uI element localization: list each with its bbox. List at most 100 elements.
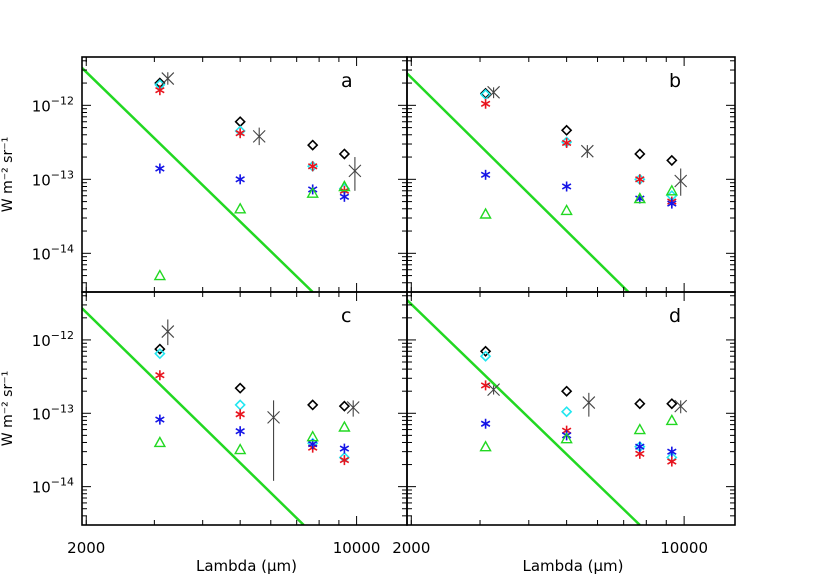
panel-a: [82, 57, 407, 293]
triangle-marker: [479, 207, 492, 219]
panel-frame: [81, 291, 408, 526]
model-line-d: [407, 299, 641, 525]
observed-point: [252, 127, 266, 146]
diamond-marker: [634, 398, 646, 410]
observed-point: [582, 392, 596, 417]
diamond-marker: [560, 124, 573, 136]
diamond-marker: [154, 343, 166, 355]
observed-point: [267, 400, 280, 481]
x-tick-label: 2000: [67, 539, 105, 557]
asterisk-marker: [235, 409, 245, 420]
triangle-marker: [338, 420, 351, 432]
asterisk-marker: [235, 174, 245, 185]
asterisk-marker: [635, 174, 645, 185]
asterisk-marker: [667, 456, 677, 467]
diamond-marker: [560, 406, 573, 418]
asterisk-marker: [561, 430, 572, 441]
observed-point: [580, 144, 594, 158]
y-tick-label: 10−12: [32, 329, 74, 350]
diamond-marker: [234, 116, 246, 128]
diamond-marker: [666, 154, 678, 167]
diamond-marker: [234, 399, 246, 411]
diamond-marker: [307, 139, 319, 151]
asterisk-marker: [235, 128, 245, 139]
triangle-marker: [306, 186, 319, 198]
diamond-marker: [307, 399, 319, 411]
observed-point: [487, 85, 500, 99]
triangle-marker: [153, 436, 167, 448]
observed-point: [346, 400, 360, 417]
y-axis-label: W m⁻² sr⁻¹: [0, 137, 16, 212]
asterisk-marker: [155, 163, 165, 174]
triangle-marker: [233, 443, 247, 455]
y-tick-label: 10−14: [32, 242, 74, 263]
asterisk-marker: [155, 85, 165, 96]
x-tick-label: 10000: [660, 539, 708, 557]
x-axis-label: Lambda (μm): [196, 557, 297, 575]
y-tick-label: 10−14: [32, 476, 74, 497]
observed-point: [161, 72, 175, 85]
observed-point: [674, 168, 688, 196]
triangle-marker: [153, 269, 167, 281]
observed-point: [487, 383, 500, 397]
model-line-b: [407, 72, 630, 292]
panel-frame: [406, 56, 736, 293]
y-tick-label: 10−12: [32, 94, 74, 115]
asterisk-marker: [155, 370, 165, 381]
panel-label-a: a: [341, 70, 353, 92]
diamond-marker: [338, 400, 351, 412]
asterisk-marker: [667, 198, 677, 209]
panel-d: [407, 292, 735, 526]
plot-layer: [82, 57, 735, 526]
triangle-marker: [338, 180, 351, 192]
x-axis-label: Lambda (μm): [522, 557, 623, 575]
y-tick-label: 10−13: [32, 402, 74, 423]
asterisk-marker: [339, 191, 350, 202]
diamond-marker: [634, 148, 646, 160]
y-tick-label: 10−13: [32, 168, 74, 189]
y-axis-label: W m⁻² sr⁻¹: [0, 371, 16, 446]
model-line-c: [82, 307, 305, 525]
panel-label-c: c: [341, 305, 351, 327]
triangle-marker: [665, 184, 679, 196]
triangle-marker: [560, 432, 573, 444]
observed-point: [161, 319, 175, 346]
panel-b: [407, 57, 735, 293]
diamond-marker: [234, 382, 246, 394]
asterisk-marker: [561, 181, 572, 192]
triangle-marker: [633, 192, 647, 204]
text-layer: a 10−12 10−13 10−14 W m⁻² sr⁻¹ b c 10−12 10−13 10…: [0, 70, 708, 575]
asterisk-marker: [480, 418, 491, 429]
diamond-marker: [479, 345, 492, 357]
diamond-marker: [479, 350, 492, 362]
frame-layer: [81, 56, 736, 526]
asterisk-marker: [480, 169, 491, 180]
asterisk-marker: [635, 441, 645, 452]
asterisk-marker: [561, 137, 572, 148]
triangle-marker: [633, 423, 647, 435]
diamond-marker: [560, 385, 573, 397]
diamond-marker: [154, 348, 166, 360]
asterisk-marker: [339, 455, 350, 466]
asterisk-marker: [235, 426, 245, 437]
triangle-marker: [560, 203, 573, 216]
observed-point: [674, 399, 688, 414]
asterisk-marker: [155, 414, 165, 425]
triangle-marker: [665, 413, 679, 426]
asterisk-marker: [307, 161, 318, 172]
triangle-marker: [479, 440, 492, 452]
observed-point: [348, 157, 362, 191]
triangle-marker: [306, 430, 319, 442]
panel-c: [82, 292, 407, 526]
panel-label-b: b: [669, 70, 681, 92]
asterisk-marker: [480, 380, 491, 391]
panel-label-d: d: [669, 305, 681, 327]
asterisk-marker: [339, 443, 350, 454]
diamond-marker: [338, 148, 351, 160]
triangle-marker: [233, 202, 247, 214]
x-tick-label: 2000: [392, 539, 430, 557]
model-line-a: [82, 67, 314, 292]
asterisk-marker: [480, 98, 491, 109]
x-tick-label: 10000: [333, 539, 381, 557]
